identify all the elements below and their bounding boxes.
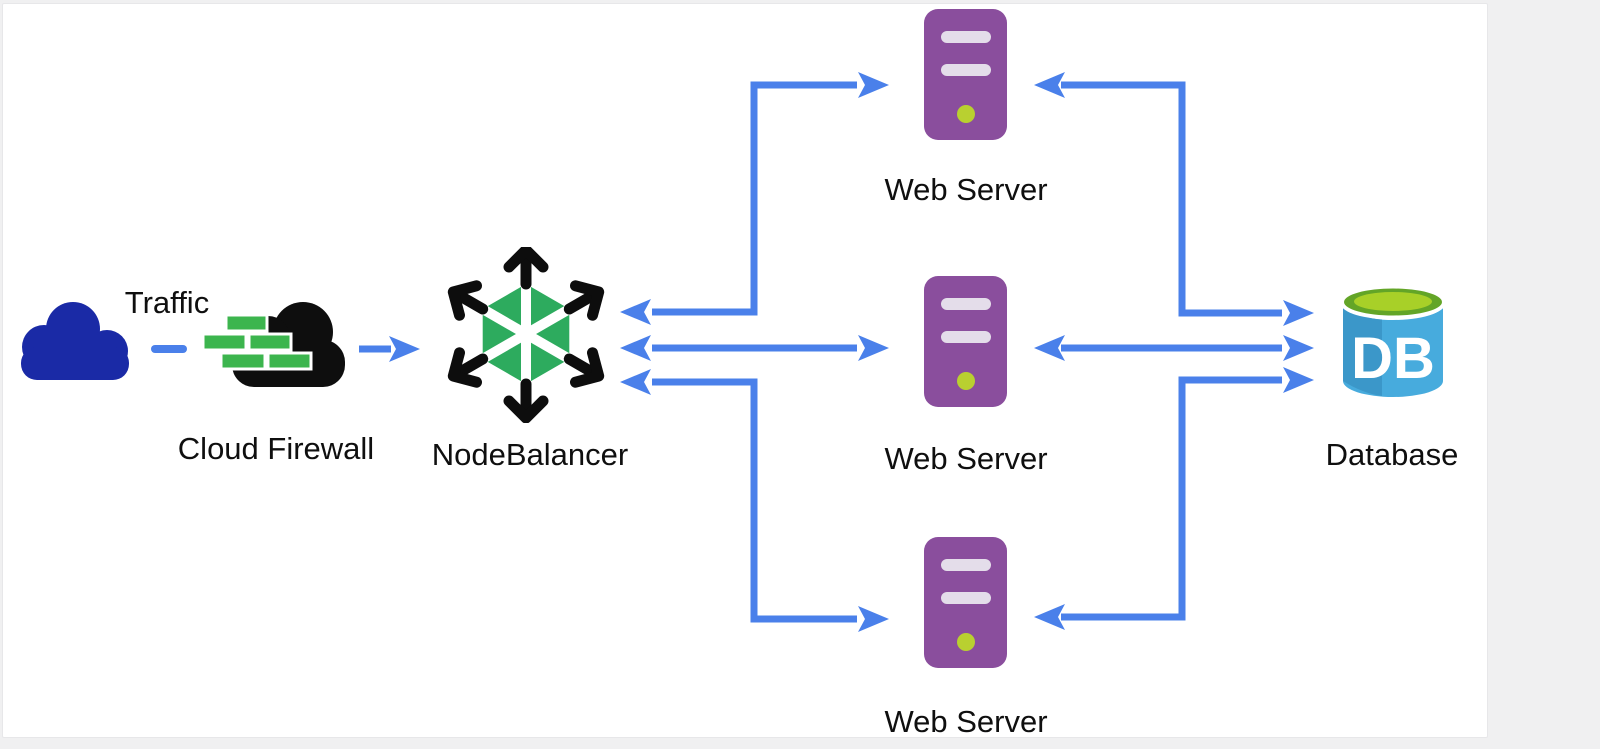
nodebalancer-hexagon-icon: [447, 247, 605, 423]
arrow-webserver3-database: [1061, 376, 1282, 621]
web-server-2-label: Web Server: [884, 441, 1048, 476]
arrowhead: [1034, 335, 1065, 361]
arrowhead: [620, 299, 651, 325]
traffic-label: Traffic: [124, 285, 210, 320]
arrowhead: [1283, 367, 1314, 393]
arrowhead: [1034, 604, 1065, 630]
cloud-firewall-label: Cloud Firewall: [177, 431, 375, 466]
arrowhead: [1283, 335, 1314, 361]
server-tower-icon: [924, 276, 1007, 407]
database-lid: [1354, 292, 1432, 311]
node-traffic: [10, 297, 140, 381]
server-tower-icon: [924, 537, 1007, 668]
server-tower-icon: [924, 9, 1007, 140]
server-slots: [941, 559, 991, 604]
server-led: [957, 105, 975, 123]
database-label: Database: [1325, 437, 1459, 472]
arrowhead: [858, 335, 889, 361]
server-led: [957, 633, 975, 651]
arrowhead: [620, 335, 651, 361]
diagram-canvas: Traffic Cloud Firewall: [2, 3, 1488, 739]
node-web-server-1: [924, 9, 1007, 140]
nodebalancer-out-arrows: [447, 247, 605, 423]
arrowhead: [620, 369, 651, 395]
server-led: [957, 372, 975, 390]
arrowhead: [1283, 300, 1314, 326]
arrowhead: [858, 606, 889, 632]
server-slots: [941, 298, 991, 343]
nodebalancer-label: NodeBalancer: [431, 437, 629, 472]
cloud-icon: [21, 302, 129, 380]
node-web-server-2: [924, 276, 1007, 407]
node-web-server-3: [924, 537, 1007, 668]
database-cylinder-icon: DB: [1341, 288, 1445, 397]
arrow-nodebalancer-webserver-1: [652, 81, 857, 316]
arrowhead: [858, 72, 889, 98]
database-badge: DB: [1351, 326, 1435, 391]
node-database: DB: [1340, 278, 1446, 410]
database-shade: [1343, 305, 1382, 396]
firewall-bricks: [201, 313, 313, 371]
web-server-1-label: Web Server: [884, 172, 1048, 207]
nodebalancer-spokes: [480, 284, 572, 384]
arrow-webserver1-database: [1061, 81, 1282, 317]
web-server-3-label: Web Server: [884, 704, 1048, 739]
firewall-brick-cloud-icon: [201, 302, 345, 387]
node-cloud-firewall: [200, 298, 348, 390]
server-slots: [941, 31, 991, 76]
node-nodebalancer: [447, 247, 605, 423]
arrowhead: [1034, 72, 1065, 98]
arrowhead: [389, 336, 420, 362]
arrow-nodebalancer-webserver-3: [652, 378, 857, 623]
